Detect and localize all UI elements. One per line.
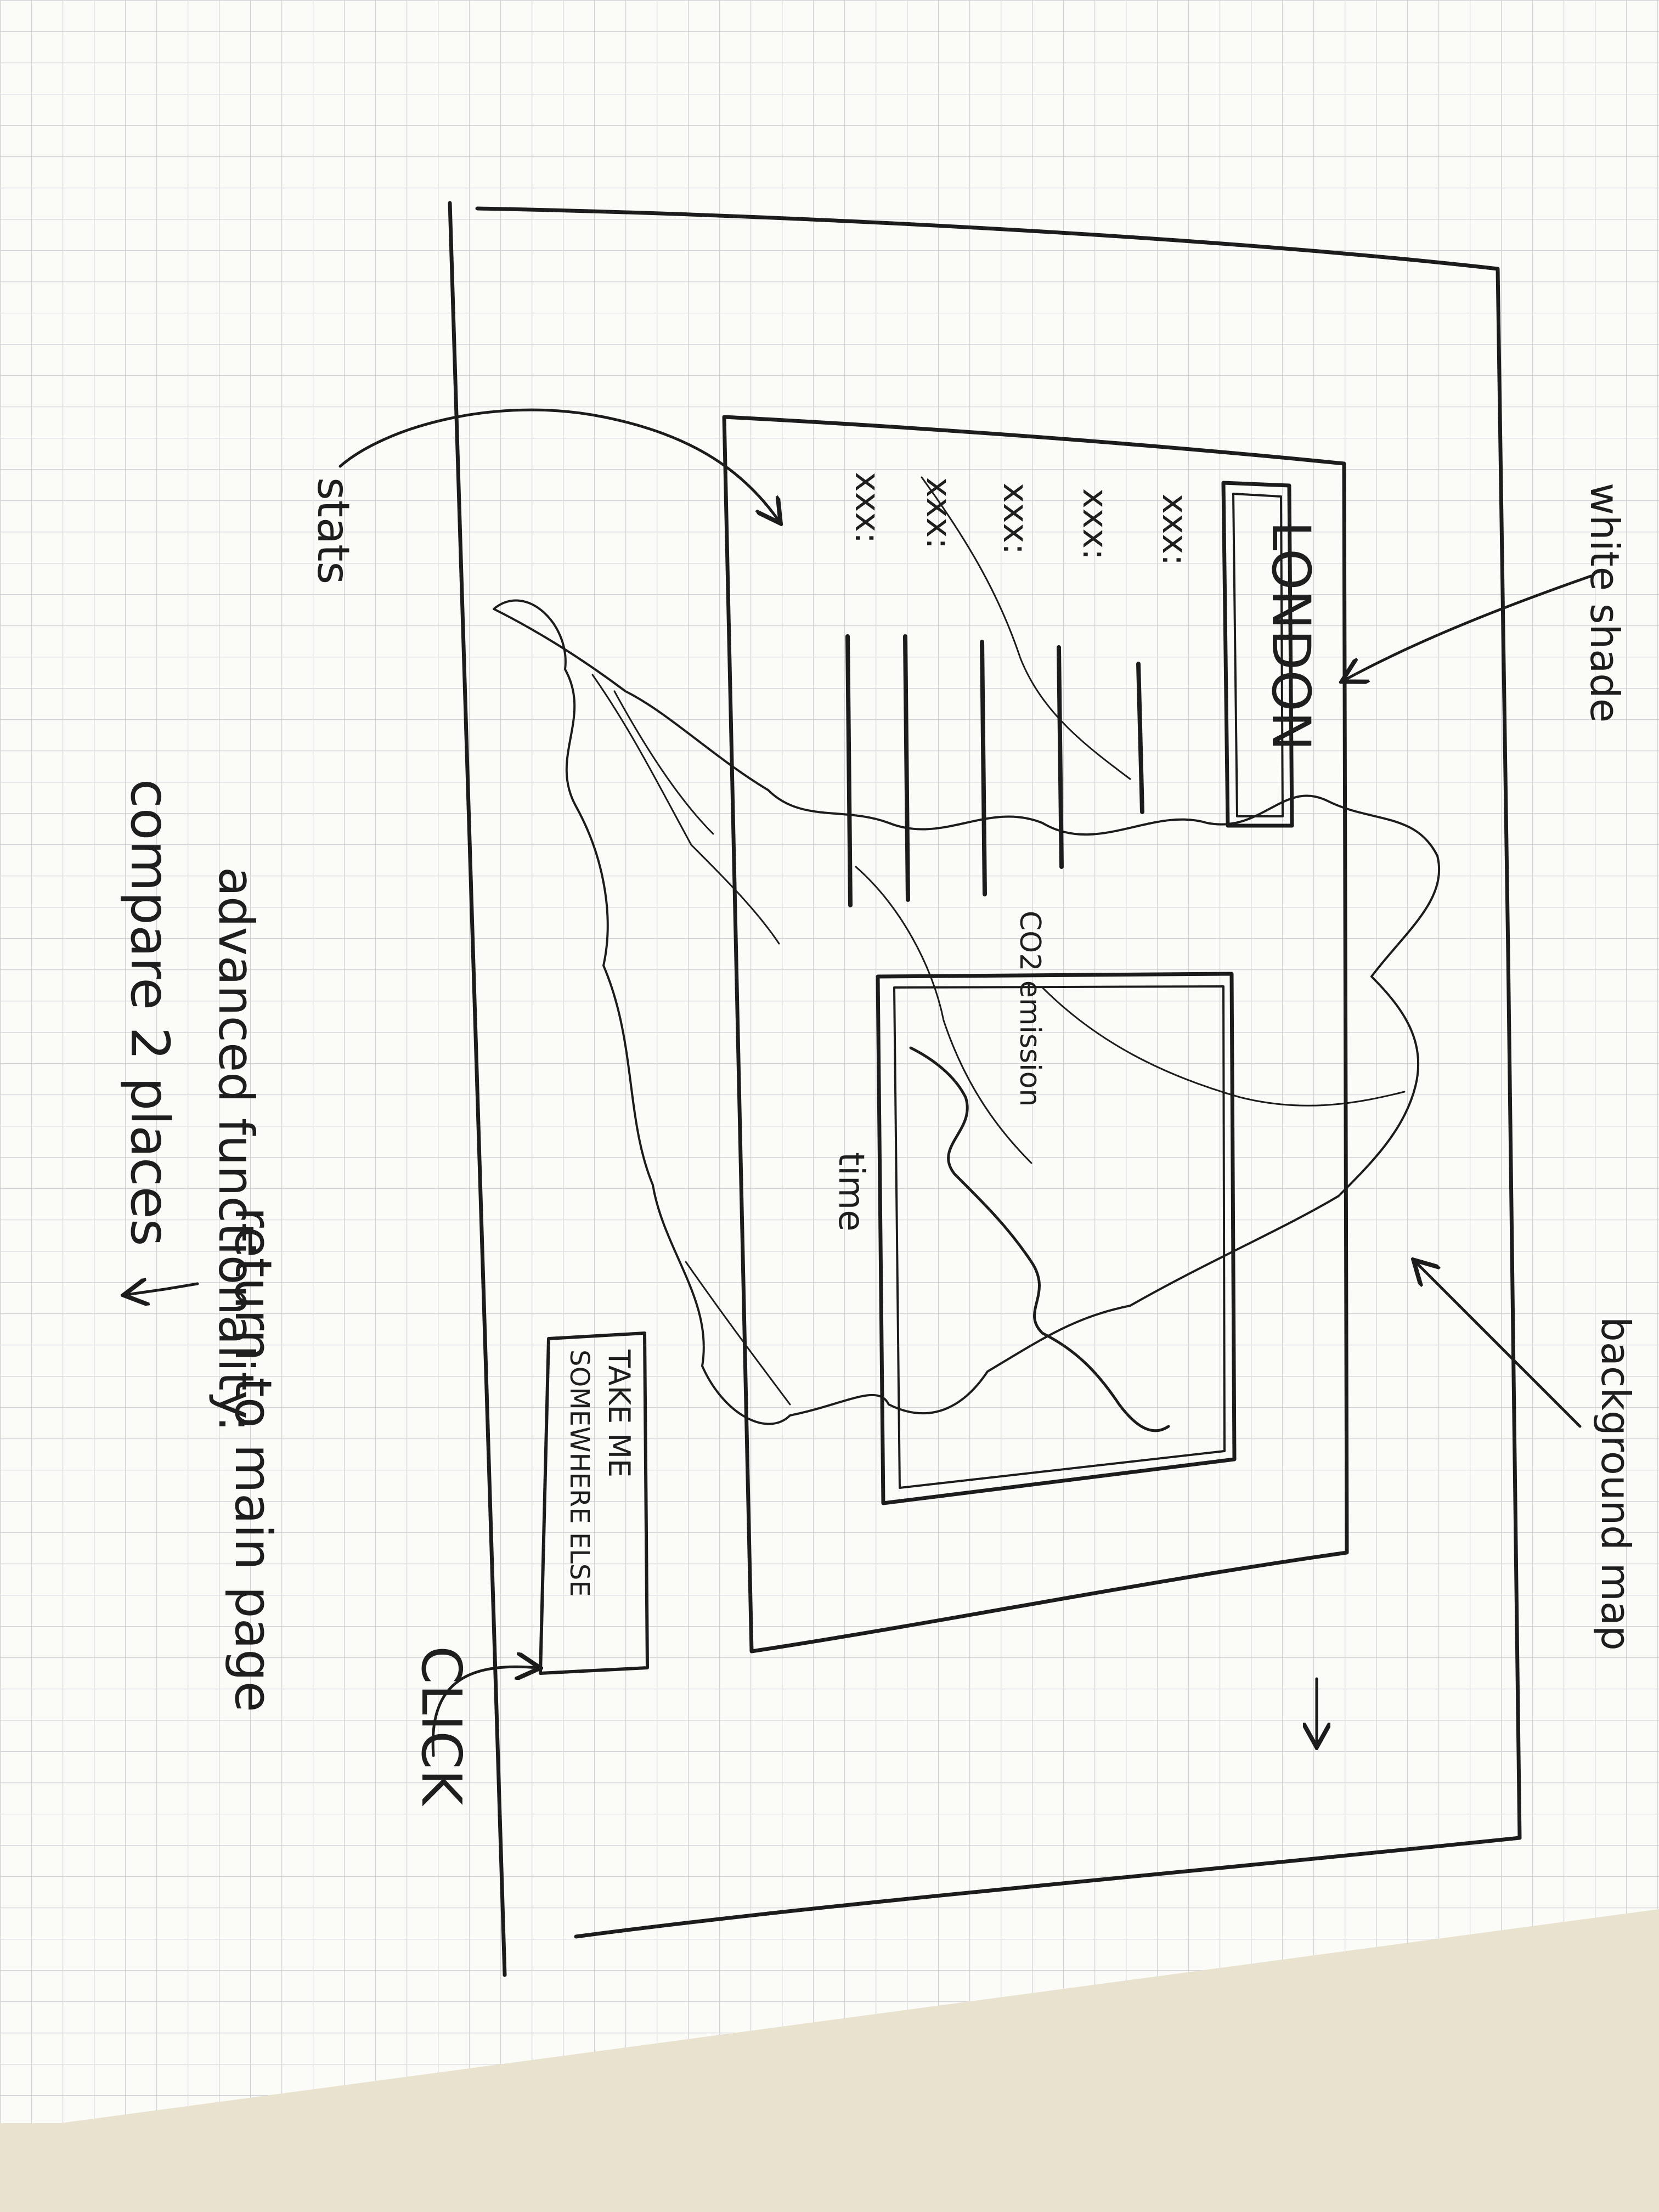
annotation-compare-2-places: compare 2 places xyxy=(119,779,180,1246)
stat-label-3: xxx: xyxy=(996,483,1036,555)
stat-value-line-3 xyxy=(980,640,987,896)
city-title: LONDON xyxy=(1260,521,1322,751)
button-label-line-1: TAKE ME xyxy=(602,1349,636,1477)
chart-x-label: time xyxy=(831,1152,871,1232)
annotation-click: CLICK xyxy=(409,1646,473,1807)
stat-label-5: xxx: xyxy=(848,472,888,544)
take-me-somewhere-else-button[interactable]: TAKE ME SOMEWHERE ELSE xyxy=(539,1331,649,1675)
stat-value-line-4 xyxy=(903,634,910,902)
city-title-box[interactable]: LONDON xyxy=(1221,481,1322,828)
annotation-stats: stats xyxy=(308,477,359,584)
info-panel xyxy=(722,415,1349,1654)
stat-label-2: xxx: xyxy=(1075,488,1115,560)
co2-chart: CO2 emission time xyxy=(831,911,1237,1505)
annotation-return-to-main-page: return to main page xyxy=(224,1207,283,1712)
return-arrow xyxy=(126,1284,199,1295)
stat-value-line-1 xyxy=(1136,662,1144,814)
stat-value-line-5 xyxy=(845,634,853,907)
stat-label-4: xxx: xyxy=(919,477,959,549)
annotation-advanced-functionality: advanced functionality: xyxy=(208,867,264,1432)
annotation-white-shade: white shade xyxy=(1582,483,1628,723)
stats-arrow xyxy=(338,408,779,521)
click-arrow xyxy=(431,1667,538,1757)
background-map-outline xyxy=(493,476,1441,1425)
white-shade-arrow xyxy=(1344,574,1593,680)
background-map-arrow xyxy=(1415,1262,1582,1428)
stat-label-1: xxx: xyxy=(1155,494,1195,566)
co2-chart-line xyxy=(909,1046,1170,1432)
chart-y-label: CO2 emission xyxy=(1013,911,1046,1107)
annotation-background-map: background map xyxy=(1593,1317,1639,1651)
stat-value-line-2 xyxy=(1057,645,1064,869)
stats-list: xxx: xxx: xxx: xxx: xxx: xyxy=(845,472,1195,907)
button-label-line-2: SOMEWHERE ELSE xyxy=(564,1350,595,1597)
